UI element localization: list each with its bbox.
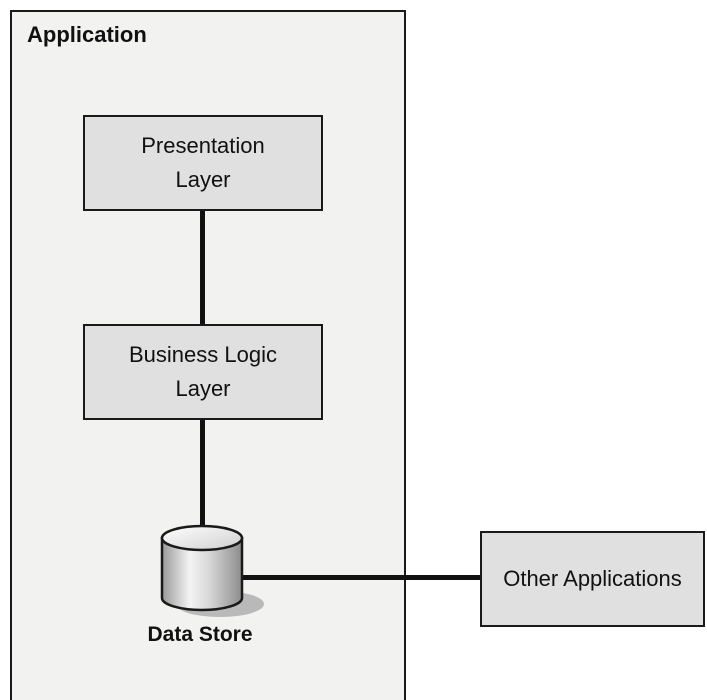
business-logic-layer-label: Business Logic Layer: [129, 342, 277, 401]
application-title: Application: [27, 22, 147, 47]
presentation-layer-label: Presentation Layer: [141, 133, 265, 192]
data-store-label: Data Store: [147, 623, 253, 646]
connector-business-datastore: [200, 420, 205, 530]
presentation-layer-box: Presentation Layer: [83, 115, 323, 211]
database-cylinder-icon: [160, 524, 264, 617]
business-logic-layer-box: Business Logic Layer: [83, 324, 323, 420]
other-applications-box: Other Applications: [480, 531, 705, 627]
connector-datastore-other-apps: [238, 575, 480, 580]
other-applications-label: Other Applications: [503, 566, 682, 591]
connector-presentation-business: [200, 211, 205, 325]
